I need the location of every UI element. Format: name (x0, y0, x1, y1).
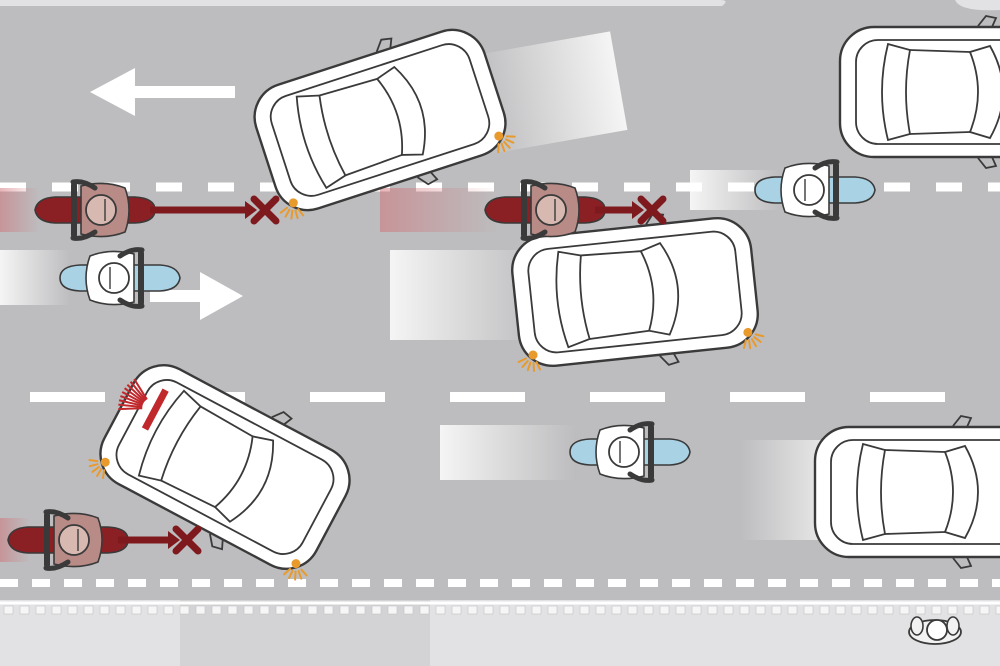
rider-danger-bottom-left (7, 509, 129, 571)
car-bottom-right (813, 415, 1000, 569)
hazard-middle (595, 195, 667, 225)
cross-icon (250, 195, 280, 225)
sidewalk-top (0, 0, 726, 6)
brake-light-icon (118, 378, 169, 431)
arrow-right-lane (150, 272, 243, 320)
turn-signal-icon (88, 457, 110, 480)
rider-safe-top-right (754, 159, 876, 221)
hazard-markers (118, 195, 667, 555)
cross-icon (637, 195, 667, 225)
turn-signal-icon (494, 131, 516, 154)
sidewalk-top-right (950, 0, 1000, 11)
pedestrian (908, 616, 962, 645)
curb-ticks (3, 605, 1000, 615)
rider-danger-top-left (34, 179, 156, 241)
turn-signal-icon (742, 327, 765, 350)
motorcycle-riders (7, 159, 876, 571)
rider-safe-bottom-middle (569, 421, 691, 483)
driveway (180, 600, 430, 666)
cars (88, 15, 1000, 581)
turn-signal-icon (279, 198, 305, 220)
rider-safe-left (59, 247, 181, 309)
turn-signal-icon (517, 350, 542, 372)
hazard-bottom (118, 525, 202, 555)
cross-icon (172, 525, 202, 555)
car-parked-top-right (838, 15, 1000, 169)
car-turning-top (253, 28, 516, 220)
car-pulling-out-bottom (88, 364, 351, 581)
car-lane-change-middle (511, 212, 765, 372)
arrow-left-lane (90, 68, 235, 116)
turn-signal-icon (283, 559, 308, 581)
rider-danger-middle (484, 179, 606, 241)
hazard-top (150, 195, 280, 225)
